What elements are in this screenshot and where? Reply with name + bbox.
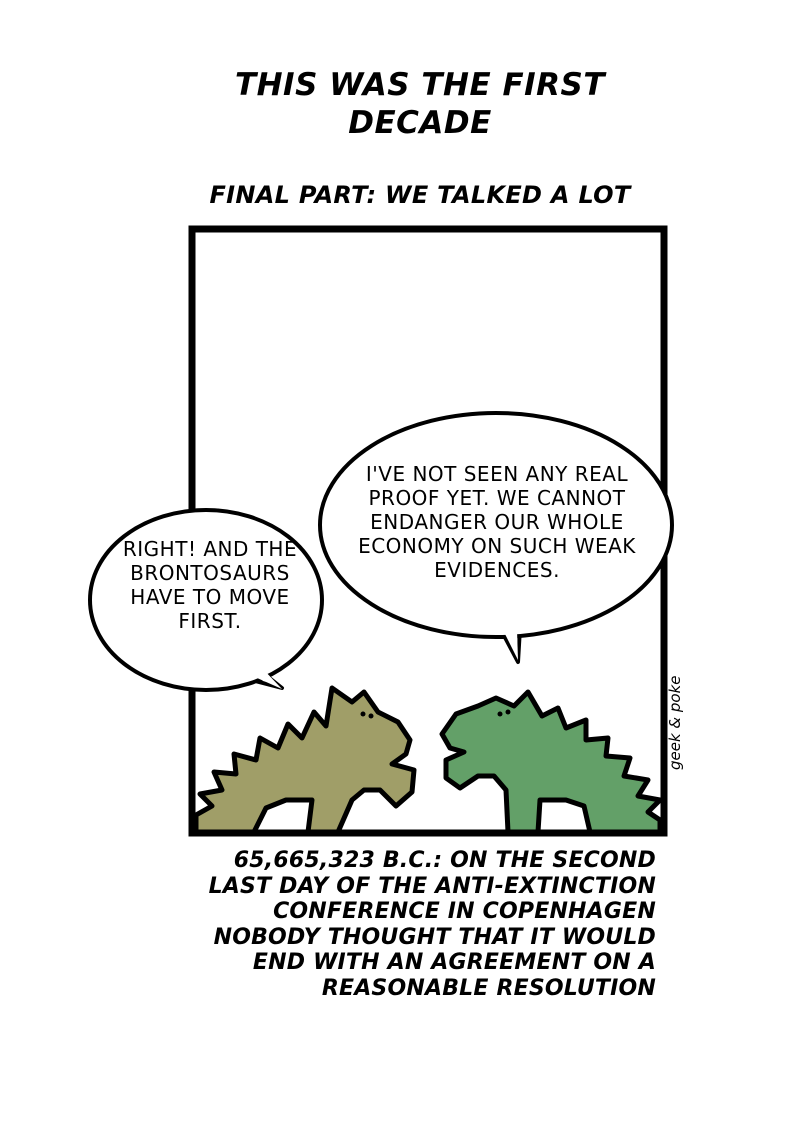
left-bubble-text: RIGHT! AND THE BRONTOSAURS HAVE TO MOVE … <box>122 537 298 633</box>
comic-caption: 65,665,323 B.C.: ON THE SECOND LAST DAY … <box>208 848 656 1001</box>
artist-signature: geek & poke <box>666 675 684 770</box>
right-speech-bubble <box>318 411 674 664</box>
left-speech-bubble <box>88 508 324 692</box>
right-bubble-text: I'VE NOT SEEN ANY REAL PROOF YET. WE CAN… <box>358 462 636 582</box>
comic-title: THIS WAS THE FIRST DECADE <box>234 67 606 141</box>
comic-subtitle: FINAL PART: WE TALKED A LOT <box>209 181 631 209</box>
